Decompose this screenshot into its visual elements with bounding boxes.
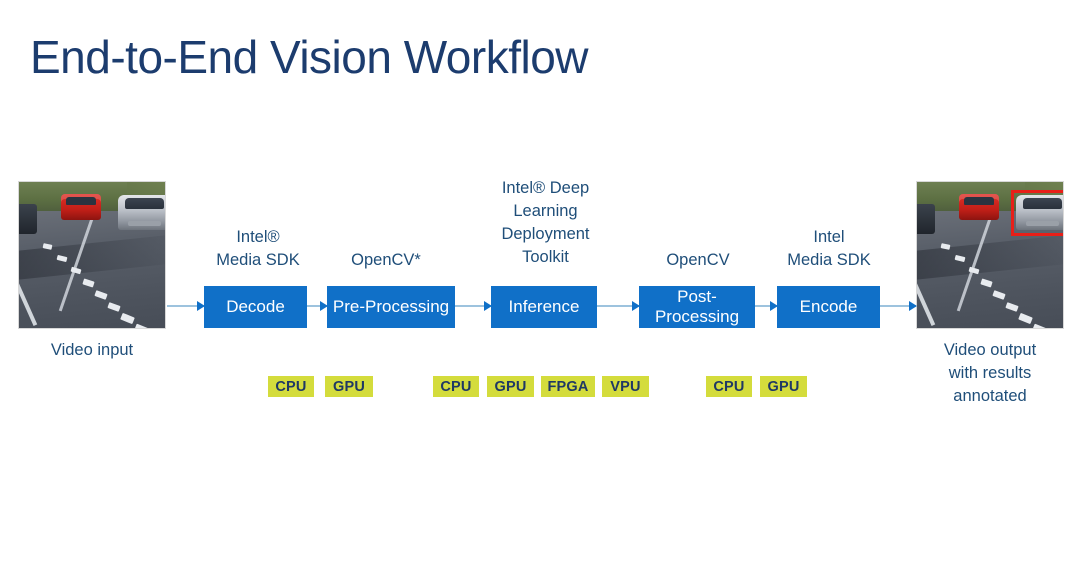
stage-box-inference[interactable]: Inference [491,286,597,328]
badge-preprocessing-gpu[interactable]: GPU [325,376,373,397]
connector-preprocessing-to-inference [455,301,492,311]
car-windshield [66,197,96,205]
connector-encode-to-output [880,301,917,311]
page-title: End-to-End Vision Workflow [30,31,589,83]
car-grille [1026,221,1059,226]
car-windshield [1023,198,1062,209]
car-red [959,194,999,220]
stage-box-encode[interactable]: Encode [777,286,880,328]
road-scene-image [19,182,165,328]
tech-label-media-sdk-decode: Intel® Media SDK [216,228,300,269]
connector-inference-to-postprocessing [597,301,640,311]
video-input-thumbnail [18,181,166,329]
detection-bounding-box [1011,190,1063,236]
badge-inference-cpu[interactable]: CPU [433,376,479,397]
car-silver [118,195,165,230]
badge-postprocessing-gpu[interactable]: GPU [760,376,807,397]
car-windshield [125,198,164,209]
video-output-caption: Video output with results annotated [943,341,1037,405]
connector-decode-to-preprocessing [307,301,328,311]
badge-inference-vpu[interactable]: VPU [602,376,649,397]
car-windshield [964,197,994,205]
badge-postprocessing-cpu[interactable]: CPU [706,376,752,397]
car-dark [917,204,935,234]
badge-inference-gpu[interactable]: GPU [487,376,534,397]
stage-box-decode[interactable]: Decode [204,286,307,328]
video-input-caption: Video input [50,341,134,359]
car-grille [128,221,161,226]
badge-preprocessing-cpu[interactable]: CPU [268,376,314,397]
badge-inference-fpga[interactable]: FPGA [541,376,595,397]
stage-box-post-processing[interactable]: Post- Processing [639,286,755,328]
car-dark [19,204,37,234]
tech-label-media-sdk-encode: Intel Media SDK [787,228,871,269]
connector-postprocessing-to-encode [755,301,778,311]
car-red [61,194,101,220]
connector-input-to-decode [167,301,205,311]
road-scene-annotated-image [917,182,1063,328]
car-silver [1016,195,1063,230]
tech-label-opencv-post: OpenCV [666,251,730,269]
tech-label-dl-deployment-toolkit: Intel® Deep Learning Deployment Toolkit [501,179,590,266]
video-output-thumbnail [916,181,1064,329]
stage-box-pre-processing[interactable]: Pre-Processing [327,286,455,328]
tech-label-opencv-pre: OpenCV* [351,251,421,269]
